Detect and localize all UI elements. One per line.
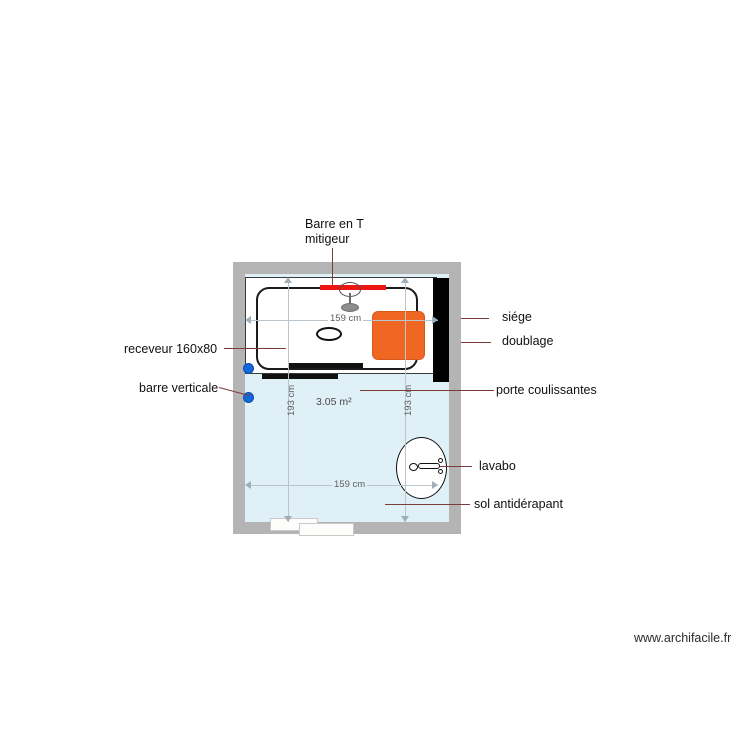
shower-drain-icon xyxy=(316,327,342,341)
annotation-lavabo: lavabo xyxy=(479,459,516,473)
annotation-barre-verticale: barre verticale xyxy=(139,381,219,395)
guide-arrow-right-room xyxy=(432,481,438,489)
guide-arrow-up-left xyxy=(284,277,292,283)
lavabo-tap-knob-2 xyxy=(438,469,443,474)
lavabo-drain-icon xyxy=(409,463,418,471)
dimension-label-room-height-left: 193 cm xyxy=(286,384,297,416)
leader-porte-coulissantes xyxy=(360,390,494,392)
dimension-label-shower-width: 159 cm xyxy=(328,313,364,324)
porte-coulissante-panel-2[interactable] xyxy=(262,374,338,379)
guide-arrow-up-right xyxy=(401,277,409,283)
guide-arrow-left-room xyxy=(245,481,251,489)
barre-verticale-dot-2[interactable] xyxy=(243,392,254,403)
shower-head-icon xyxy=(341,303,359,312)
guide-arrow-left-shower xyxy=(245,316,251,324)
leader-siege xyxy=(461,318,489,320)
barre-verticale-dot-1[interactable] xyxy=(243,363,254,374)
annotation-porte-coulissantes: porte coulissantes xyxy=(496,383,597,397)
room-area-label: 3.05 m² xyxy=(316,396,352,408)
guide-arrow-right-shower xyxy=(432,316,438,324)
leader-doublage xyxy=(461,342,491,344)
annotation-barre-en-t-line1: Barre en T xyxy=(305,217,364,231)
guide-arrow-down-right xyxy=(401,516,409,522)
leader-barre-en-t xyxy=(332,248,334,285)
guide-arrow-down-left xyxy=(284,516,292,522)
dimension-guide-left xyxy=(288,278,289,522)
site-watermark: www.archifacile.fr xyxy=(634,631,732,645)
siege-shower-seat[interactable] xyxy=(372,311,425,360)
leader-lavabo xyxy=(440,466,472,468)
dimension-guide-right xyxy=(405,278,406,522)
shower-stem xyxy=(349,293,351,305)
annotation-barre-en-t: Barre en T mitigeur xyxy=(305,217,364,247)
leader-receveur xyxy=(224,348,286,350)
dimension-label-room-width: 159 cm xyxy=(332,479,368,490)
porte-coulissante-panel-1[interactable] xyxy=(288,363,363,368)
annotation-receveur: receveur 160x80 xyxy=(124,342,218,356)
annotation-doublage: doublage xyxy=(502,334,554,348)
annotation-barre-en-t-line2: mitigeur xyxy=(305,231,350,246)
entry-door-panel-2[interactable] xyxy=(299,523,354,536)
lavabo-faucet-icon xyxy=(418,463,440,469)
lavabo-tap-knob-1 xyxy=(438,458,443,463)
annotation-sol-antiderapant: sol antidérapant xyxy=(474,497,563,511)
doublage-wall-lining[interactable] xyxy=(433,278,449,382)
annotation-siege: siége xyxy=(502,310,532,324)
leader-sol-antiderapant xyxy=(385,504,470,506)
